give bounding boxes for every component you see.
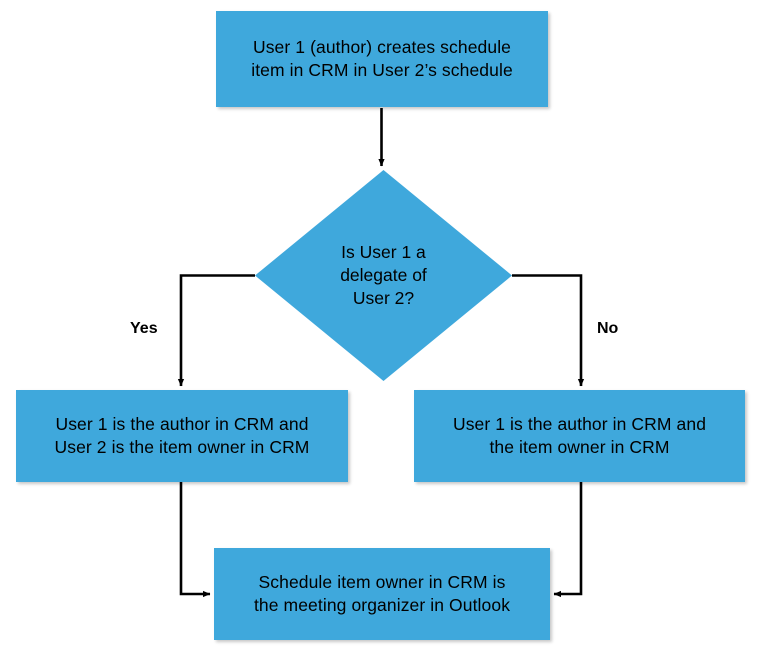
node-no-outcome: User 1 is the author in CRM and the item… [414,390,745,482]
edge-label-yes: Yes [130,320,158,337]
node-end: Schedule item owner in CRM is the meetin… [214,548,550,640]
edge-decision-yes [177,274,255,387]
node-end-label: Schedule item owner in CRM is the meetin… [253,571,511,615]
node-start: User 1 (author) creates schedule item in… [216,11,548,107]
node-yes-outcome: User 1 is the author in CRM and User 2 i… [16,390,348,482]
edge-label-no: No [597,320,619,337]
node-no-outcome-label: User 1 is the author in CRM and the item… [452,413,707,457]
node-yes-outcome-label: User 1 is the author in CRM and User 2 i… [54,413,310,457]
node-decision: Is User 1 a delegate of User 2? [255,170,512,381]
node-start-label: User 1 (author) creates schedule item in… [251,36,513,80]
edge-yes-outcome-to-end [179,482,211,598]
node-decision-label: Is User 1 a delegate of User 2? [340,241,427,309]
edge-no-outcome-to-end [553,482,583,598]
edge-decision-no [512,274,585,387]
